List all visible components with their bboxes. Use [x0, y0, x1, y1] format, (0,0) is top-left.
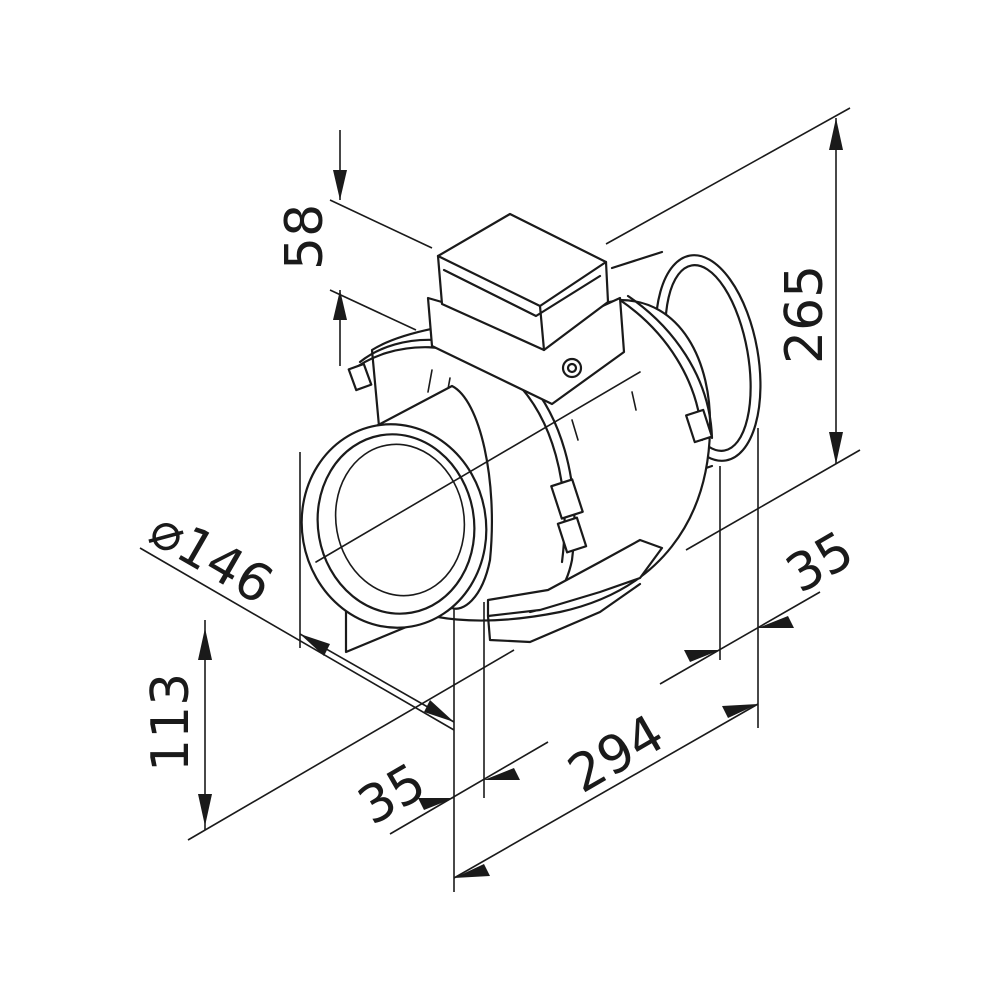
dimension-294-label: 294	[559, 704, 675, 806]
arrow-146-right	[424, 700, 454, 722]
arrow-294-left	[454, 864, 490, 878]
dimension-35-front-label: 35	[349, 752, 436, 837]
arrow-58-bottom	[333, 290, 347, 320]
extension-lines	[139, 107, 861, 892]
dimension-overall-height: 265	[775, 118, 843, 464]
arrow-35-front-left	[418, 798, 454, 810]
arrow-35-front-right	[484, 768, 520, 780]
dimension-axis-height: 113	[141, 620, 212, 830]
terminal-box	[426, 212, 626, 406]
dimension-265-label: 265	[775, 265, 835, 364]
arrow-294-right	[722, 704, 758, 718]
dimension-35-rear-label: 35	[777, 520, 864, 605]
arrow-35-rear-right	[758, 616, 794, 628]
front-spigot	[300, 384, 493, 654]
dimension-146-label: ⌀146	[140, 499, 283, 616]
dimension-spigot-rear: 35	[659, 520, 864, 685]
arrow-35-rear-left	[684, 650, 720, 662]
arrow-146-left	[300, 634, 330, 656]
dimension-58-label: 58	[275, 204, 335, 270]
dimension-box-height: 58	[275, 130, 347, 366]
centre-axis	[315, 371, 641, 563]
arrow-113-top	[198, 628, 212, 660]
arrow-113-bottom	[198, 794, 212, 826]
arrow-265-bottom	[829, 432, 843, 464]
duct-fan-body	[300, 212, 762, 654]
arrow-265-top	[829, 118, 843, 150]
dimension-overall-length: 294	[453, 703, 759, 879]
dimension-spigot-front: 35	[349, 741, 549, 837]
arrow-58-top	[333, 170, 347, 200]
dimension-113-label: 113	[141, 673, 201, 772]
